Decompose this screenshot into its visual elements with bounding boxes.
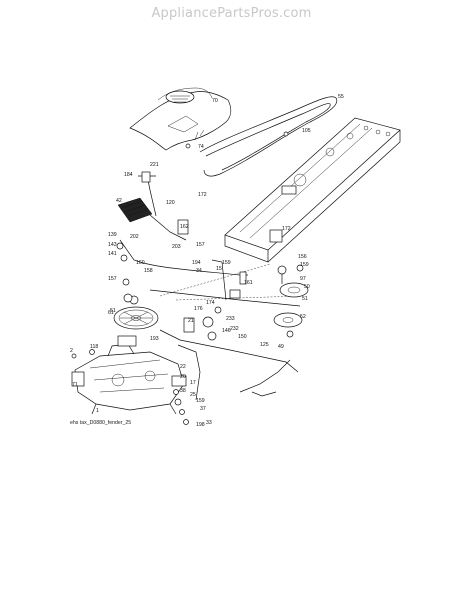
- linkage-rods-drawing: [119, 239, 301, 401]
- part-label: 160: [136, 260, 145, 266]
- part-label: 159: [222, 260, 231, 266]
- part-label: 22: [180, 364, 186, 370]
- part-label: 203: [172, 244, 181, 250]
- part-label: 51: [302, 296, 308, 302]
- part-label: 20: [180, 374, 186, 380]
- transaxle-drawing: [71, 343, 187, 415]
- part-label: 51: [110, 308, 116, 314]
- part-label: 33: [206, 420, 212, 426]
- part-label: 42: [116, 198, 122, 204]
- part-label: 162: [180, 224, 189, 230]
- hardware-drawing: [71, 131, 289, 425]
- part-label: 120: [166, 200, 175, 206]
- part-label: 37: [200, 406, 206, 412]
- part-label: 159: [196, 398, 205, 404]
- part-label: 21: [188, 318, 194, 324]
- part-label: 70: [212, 98, 218, 104]
- part-label: 194: [192, 260, 201, 266]
- part-label: 172: [282, 226, 291, 232]
- part-label: 174: [206, 300, 215, 306]
- part-label: 97: [300, 276, 306, 282]
- part-label: 172: [198, 192, 207, 198]
- part-label: 193: [150, 336, 159, 342]
- part-label: 176: [194, 306, 203, 312]
- part-label: 202: [130, 234, 139, 240]
- part-label: 105: [302, 128, 311, 134]
- part-label: 49: [278, 344, 284, 350]
- drive-belt-drawing: [199, 96, 338, 177]
- part-label: 139: [108, 232, 117, 238]
- part-label: 34: [196, 268, 202, 274]
- chassis-frame-drawing: [224, 117, 401, 263]
- part-label: 141: [108, 251, 117, 257]
- fender-drawing: [129, 87, 232, 151]
- part-labels: 70 55 74 105 221 184 172 120 162 42 203 …: [70, 94, 344, 428]
- part-label: 38: [180, 388, 186, 394]
- part-label: 17: [190, 380, 196, 386]
- part-label: 159: [300, 262, 309, 268]
- part-label: 55: [338, 94, 344, 100]
- watermark: AppliancePartsPros.com: [151, 6, 312, 21]
- part-label: 52: [300, 314, 306, 320]
- part-label: 1: [96, 408, 99, 414]
- part-label: 161: [244, 280, 253, 286]
- part-label: 156: [298, 254, 307, 260]
- part-label: 158: [144, 268, 153, 274]
- part-label: 15: [216, 266, 222, 272]
- part-label: 71: [72, 382, 78, 388]
- part-label: 125: [260, 342, 269, 348]
- idler-pulleys-drawing: [273, 264, 309, 338]
- transmission-pulley-drawing: [113, 295, 159, 330]
- part-label: 221: [150, 162, 159, 168]
- part-label: 118: [90, 344, 98, 350]
- part-label: 157: [196, 242, 205, 248]
- part-label: 143: [108, 242, 117, 248]
- part-label: 2: [70, 348, 73, 354]
- part-label: 150: [238, 334, 247, 340]
- part-label: 146: [222, 328, 231, 334]
- part-label: 74: [198, 144, 204, 150]
- diagram-caption: ehs tax_D0880_fender_25: [70, 420, 132, 426]
- part-label: 50: [304, 284, 310, 290]
- foot-pedal-drawing: [117, 171, 187, 241]
- part-label: 198: [196, 422, 205, 428]
- part-label: 232: [230, 326, 239, 332]
- part-label: 61: [108, 310, 114, 316]
- part-label: 233: [226, 316, 235, 322]
- part-label: 25: [190, 392, 196, 398]
- part-label: 157: [108, 276, 117, 282]
- part-label: 184: [124, 172, 133, 178]
